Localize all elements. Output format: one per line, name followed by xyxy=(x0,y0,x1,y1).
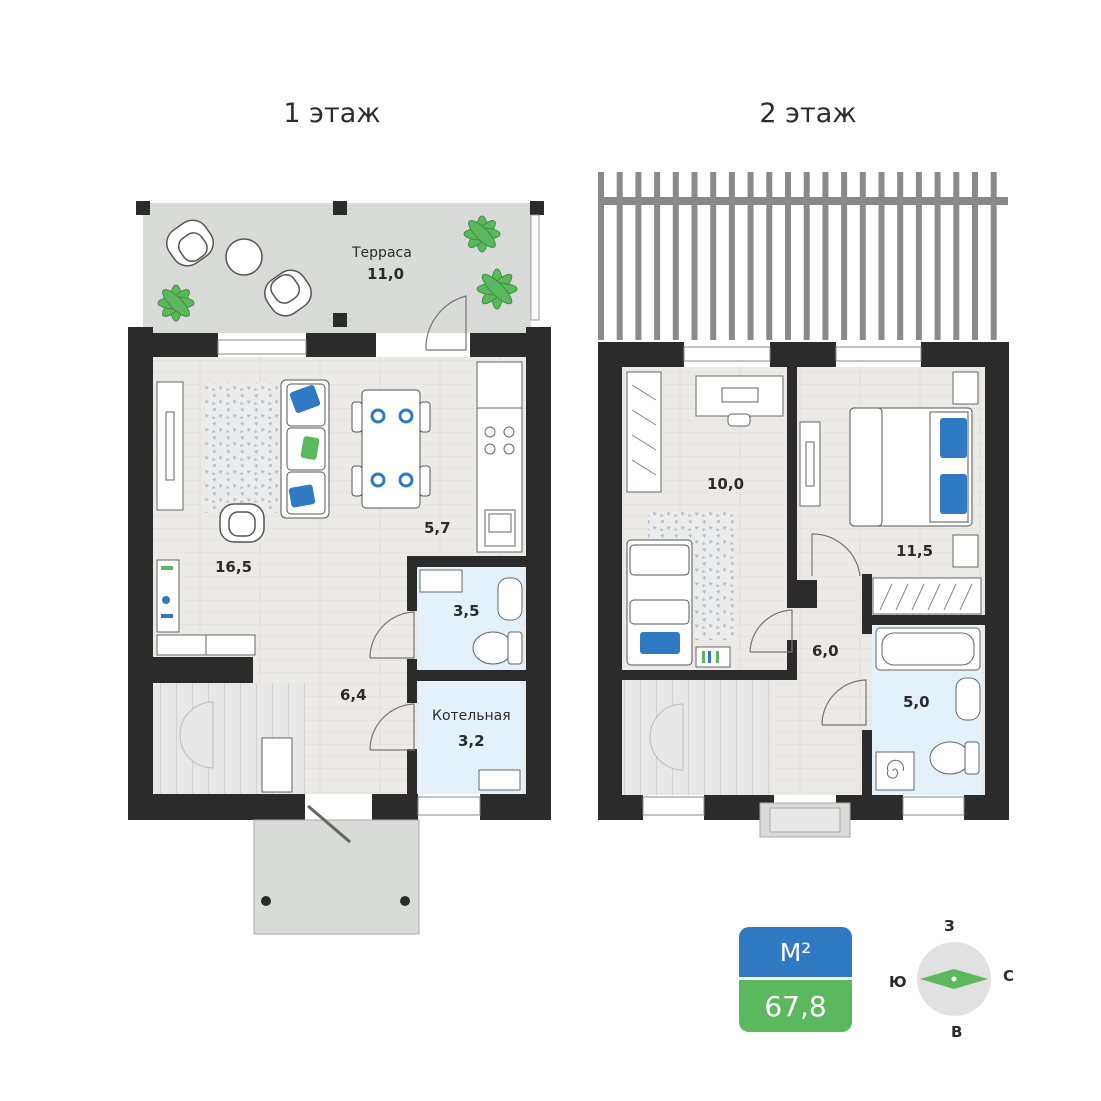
railing-bar xyxy=(822,172,829,340)
bedroom-1-area-label: 10,0 xyxy=(707,475,745,493)
hall-1-area-label: 6,4 xyxy=(340,686,367,704)
floor-2-walls xyxy=(598,342,1009,820)
area-unit-label: М² xyxy=(739,927,852,977)
washbasin-icon xyxy=(955,677,981,721)
pillow-icon xyxy=(289,385,321,413)
railing-bar xyxy=(990,172,997,340)
pillow-icon xyxy=(940,418,967,458)
floor-1-plan xyxy=(128,201,551,935)
boiler-room-name: Котельная xyxy=(432,708,511,724)
dining-table-icon xyxy=(361,389,421,509)
pillow-icon xyxy=(940,474,967,514)
wardrobe-icon xyxy=(626,371,662,493)
total-area-badge: М² 67,8 xyxy=(739,927,852,1032)
nightstand-icon xyxy=(952,371,979,405)
railing-bar xyxy=(841,172,848,340)
armchair-icon xyxy=(219,503,265,543)
stairs-2 xyxy=(622,680,772,795)
pillow-icon xyxy=(288,484,316,508)
boiler-room-area-label: 3,2 xyxy=(458,732,485,750)
shelf-icon xyxy=(156,559,180,633)
railing-bar xyxy=(616,172,623,340)
toilet-icon xyxy=(929,741,980,775)
terrace-name: Терраса xyxy=(352,245,412,261)
railing-bar xyxy=(710,172,717,340)
compass-bottom-letter: В xyxy=(951,1023,963,1041)
compass-left-letter: Ю xyxy=(889,973,907,991)
terrace-area-label: 11,0 xyxy=(367,265,405,283)
railing-bar xyxy=(934,172,941,340)
floor-2-title: 2 этаж xyxy=(759,98,857,129)
entrance-porch xyxy=(253,819,420,935)
kitchen-area-label: 5,7 xyxy=(424,519,451,537)
balcony-railing xyxy=(598,197,1008,205)
railing-bar xyxy=(598,172,604,340)
hall-2-area-label: 6,0 xyxy=(812,642,839,660)
toilet-icon xyxy=(472,631,523,665)
floor-1-walls xyxy=(128,327,551,820)
floor-2-plan xyxy=(598,172,1009,838)
pillow-icon xyxy=(300,436,320,460)
boiler-icon xyxy=(478,769,521,791)
compass-top-letter: З xyxy=(944,917,955,935)
armchair-icon xyxy=(166,219,214,267)
washing-machine-icon xyxy=(419,569,463,593)
stove-icon xyxy=(484,426,515,455)
bedroom-2-area-label: 11,5 xyxy=(896,542,934,560)
railing-bar xyxy=(747,172,754,340)
railing-bar xyxy=(635,172,642,340)
railing-bar xyxy=(785,172,791,340)
living-room-area-label: 16,5 xyxy=(215,558,253,576)
compass-right-letter: С xyxy=(1003,967,1015,985)
boiler-icon xyxy=(875,751,915,791)
shoe-rack-icon xyxy=(261,737,293,793)
railing-bar xyxy=(915,172,922,340)
compass xyxy=(917,942,991,1016)
total-area-value: 67,8 xyxy=(739,980,852,1032)
railing-bar xyxy=(972,172,978,340)
bathroom-1-area-label: 3,5 xyxy=(453,602,480,620)
wardrobe-icon xyxy=(872,577,982,615)
nightstand-icon xyxy=(952,534,979,568)
railing-bar xyxy=(766,172,773,340)
railing-bar xyxy=(878,172,885,340)
washbasin-icon xyxy=(497,577,523,621)
tv-unit-icon xyxy=(799,421,821,507)
plant-icon xyxy=(463,215,501,253)
railing-bar xyxy=(803,172,810,340)
railing-bar xyxy=(672,172,679,340)
armchair-icon xyxy=(264,269,312,317)
railing-bar xyxy=(953,172,960,340)
railing-bar xyxy=(728,172,735,340)
plant-icon xyxy=(476,268,518,310)
bookshelf-icon xyxy=(695,646,731,668)
rug xyxy=(205,383,283,513)
tv-unit-icon xyxy=(156,381,184,511)
plant-icon xyxy=(157,284,195,322)
pillow-icon xyxy=(640,632,680,654)
railing-bar xyxy=(654,172,661,340)
railing-bar xyxy=(897,172,904,340)
railing-bar xyxy=(859,172,866,340)
round-table-icon xyxy=(225,238,263,276)
floor-1-title: 1 этаж xyxy=(283,98,381,129)
railing-bar xyxy=(691,172,698,340)
bathroom-2-area-label: 5,0 xyxy=(903,693,930,711)
